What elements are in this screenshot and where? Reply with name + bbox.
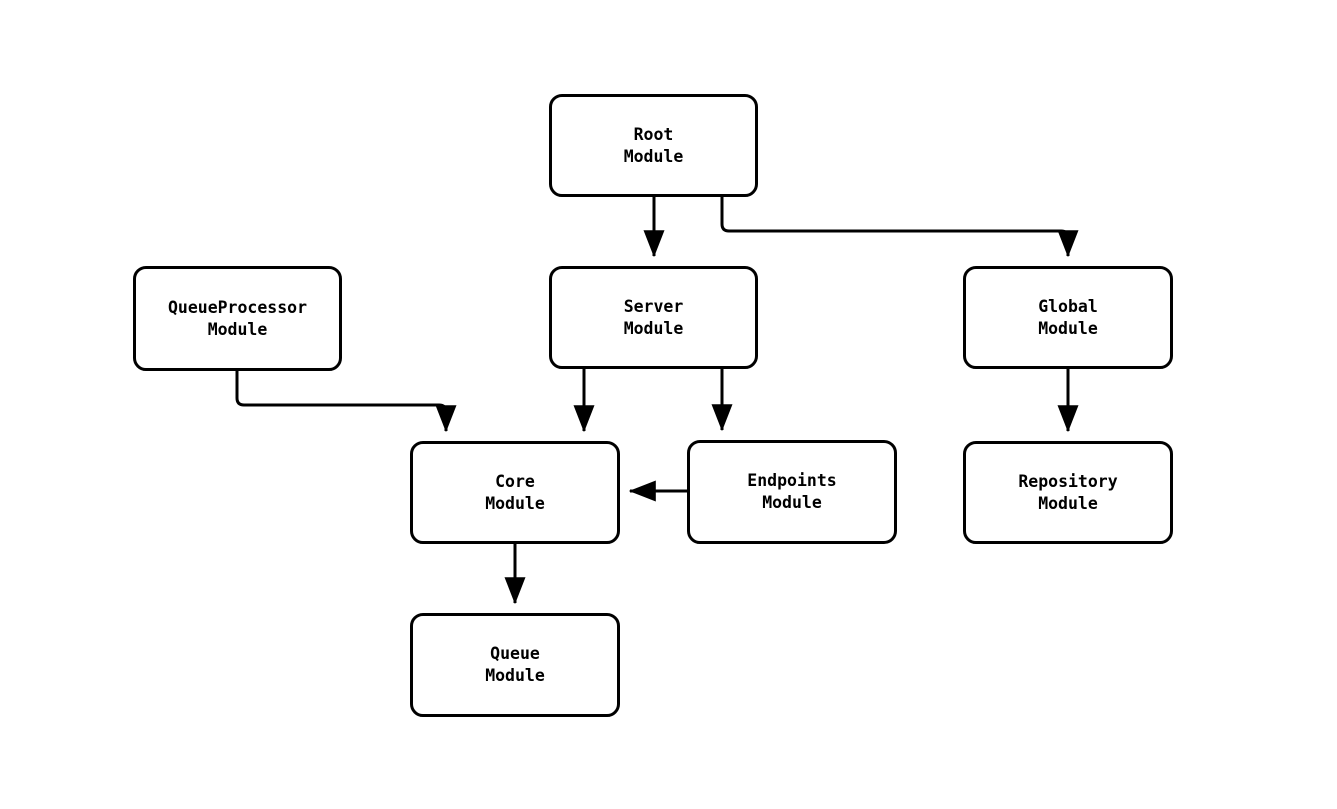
node-root-name: Root [633, 124, 674, 144]
node-core-suffix: Module [485, 493, 545, 513]
node-server-name: Server [623, 296, 684, 316]
node-global[interactable]: Global Module [963, 266, 1173, 369]
node-root-suffix: Module [623, 146, 684, 166]
node-repository-suffix: Module [1038, 493, 1098, 513]
node-global-suffix: Module [1038, 318, 1098, 338]
node-queueprocessor-name: QueueProcessor [167, 297, 308, 317]
node-endpoints[interactable]: Endpoints Module [687, 440, 897, 544]
node-global-name: Global [1038, 296, 1098, 316]
node-server-suffix: Module [623, 318, 684, 338]
node-endpoints-suffix: Module [762, 493, 822, 512]
node-root[interactable]: Root Module [549, 94, 758, 197]
node-queueprocessor-suffix: Module [207, 319, 268, 339]
node-repository-name: Repository [1018, 471, 1118, 491]
node-repository[interactable]: Repository Module [963, 441, 1173, 544]
node-core[interactable]: Core Module [410, 441, 620, 544]
node-server[interactable]: Server Module [549, 266, 758, 369]
node-queueprocessor[interactable]: QueueProcessor Module [133, 266, 342, 371]
node-queue-name: Queue [490, 644, 540, 663]
node-queue-suffix: Module [485, 666, 545, 685]
node-core-name: Core [495, 471, 535, 491]
edge-queueprocessor-core [235, 371, 457, 433]
node-queue[interactable]: Queue Module [410, 613, 620, 717]
edge-root-global [720, 197, 1079, 258]
node-endpoints-name: Endpoints [747, 471, 837, 490]
